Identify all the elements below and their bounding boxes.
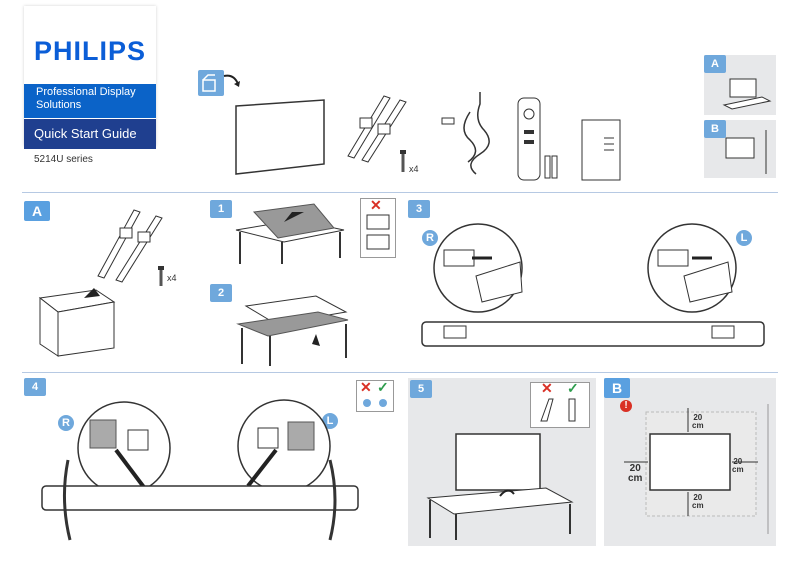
subtitle: Professional Display Solutions bbox=[36, 86, 136, 112]
dim-top: 20 cm bbox=[692, 414, 704, 430]
option-b-badge: B bbox=[704, 120, 726, 138]
step-3-right-zoom bbox=[433, 223, 523, 313]
step-4-right-badge: R bbox=[58, 415, 74, 431]
dim-bottom-unit: cm bbox=[692, 501, 704, 510]
power-cable-icon bbox=[441, 92, 490, 175]
dim-right: 20 cm bbox=[732, 458, 744, 474]
option-b-panel: B bbox=[704, 120, 776, 178]
remote-control-icon bbox=[517, 97, 541, 181]
step-5-check-panel: ✕ ✓ bbox=[530, 380, 590, 428]
correct-icon: ✓ bbox=[567, 380, 579, 396]
series-label: 5214U series bbox=[34, 154, 93, 165]
step-3-left-badge: L bbox=[736, 230, 752, 246]
batteries-icon bbox=[544, 155, 558, 179]
dim-top-value: 20 bbox=[693, 413, 703, 422]
correct-icon: ✓ bbox=[377, 379, 389, 395]
dim-bottom: 20 cm bbox=[692, 494, 704, 510]
guide-title: Quick Start Guide bbox=[24, 119, 156, 149]
wrong-icon: ✕ bbox=[370, 197, 382, 213]
section-a-screw-icon bbox=[158, 266, 164, 286]
tv-on-wall-icon bbox=[725, 130, 767, 174]
dim-top-unit: cm bbox=[692, 421, 704, 430]
unbox-icon bbox=[198, 70, 224, 96]
step-3-right-badge: R bbox=[422, 230, 438, 246]
section-a-box-icon bbox=[38, 288, 116, 357]
section-b-badge: B bbox=[604, 378, 630, 398]
dim-bottom-value: 20 bbox=[693, 493, 703, 502]
step-5-panel: 5 ✕ ✓ bbox=[408, 378, 596, 546]
arrow-curve-icon bbox=[223, 74, 240, 87]
upright-icons bbox=[540, 398, 576, 422]
section-a-stand-icon bbox=[97, 209, 163, 283]
section-a-screw-qty: x4 bbox=[167, 273, 177, 283]
section-a-badge: A bbox=[24, 201, 50, 221]
step-3-badge: 3 bbox=[408, 200, 430, 218]
option-a-badge: A bbox=[704, 55, 726, 73]
step-1-warning-panel: ✕ bbox=[360, 197, 396, 258]
tv-on-table-icon bbox=[722, 78, 772, 110]
step-4-badge: 4 bbox=[24, 378, 46, 396]
subtitle-bar bbox=[24, 84, 156, 118]
tv-panel-icon bbox=[235, 99, 325, 175]
step-3-left-zoom bbox=[647, 223, 737, 313]
section-b-panel: B ! 20 cm 20 cm 20 cm 20 cm bbox=[604, 378, 776, 546]
wrong-icon: ✕ bbox=[541, 380, 553, 396]
dim-right-value: 20 bbox=[733, 457, 743, 466]
stand-feet-icon bbox=[347, 95, 407, 163]
wall-mount-diagram bbox=[624, 404, 769, 534]
philips-logo: PHILIPS bbox=[33, 36, 147, 66]
divider-top bbox=[22, 192, 778, 193]
subtitle-line1: Professional Display bbox=[36, 86, 136, 98]
step-5-tv-on-table bbox=[426, 433, 574, 540]
step-1-badge: 1 bbox=[210, 200, 232, 218]
divider-middle bbox=[22, 372, 778, 373]
option-a-panel: A bbox=[704, 55, 776, 115]
dim-left-value: 20 bbox=[629, 463, 641, 474]
screw-qty: x4 bbox=[409, 164, 419, 174]
step-4-left-badge: L bbox=[322, 413, 338, 429]
step-5-badge: 5 bbox=[410, 380, 432, 398]
manual-icon bbox=[581, 119, 621, 181]
step-4-tv-face-down bbox=[41, 459, 359, 541]
brand-panel: PHILIPS Professional Display Solutions Q… bbox=[24, 6, 156, 149]
box-open-icon bbox=[202, 74, 216, 92]
dim-left-unit: cm bbox=[628, 473, 643, 484]
warning-icon: ! bbox=[620, 400, 632, 412]
step-4-right-zoom bbox=[77, 401, 171, 495]
fragile-icon bbox=[366, 214, 390, 250]
subtitle-line2: Solutions bbox=[36, 99, 82, 111]
step-4-check-panel: ✕ ✓ bbox=[356, 379, 394, 412]
dim-left: 20 cm bbox=[628, 464, 642, 484]
wrong-icon: ✕ bbox=[360, 379, 372, 395]
step-3-tv-face-down bbox=[421, 321, 765, 347]
dim-right-unit: cm bbox=[732, 465, 744, 474]
screw-head-icons bbox=[363, 399, 387, 407]
step-1-table-icon bbox=[235, 203, 345, 264]
step-2-badge: 2 bbox=[210, 284, 232, 302]
screw-icon bbox=[400, 150, 406, 172]
step-2-table-icon bbox=[236, 295, 349, 366]
